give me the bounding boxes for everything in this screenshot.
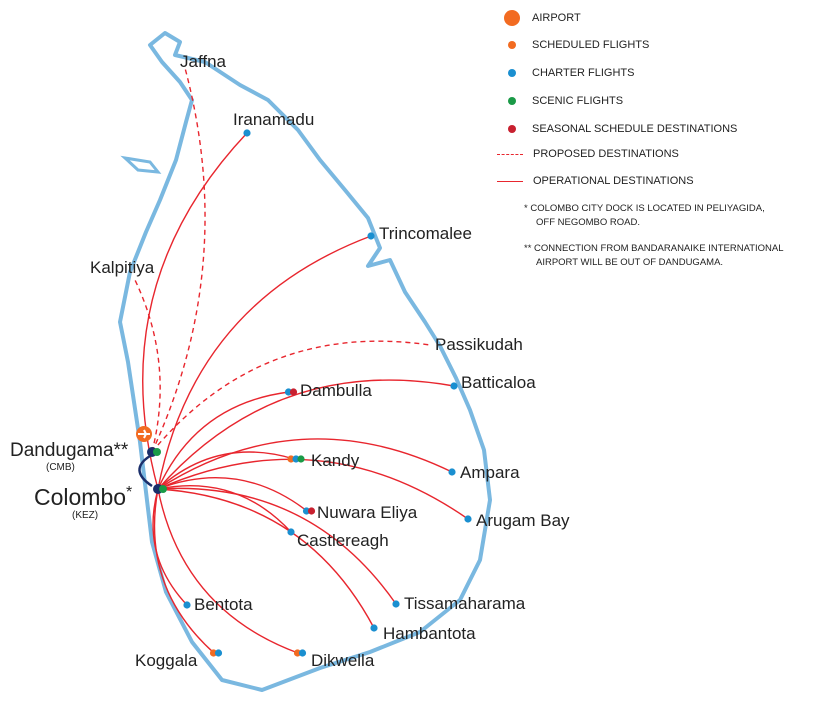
destination-label[interactable]: Dambulla — [300, 381, 372, 400]
scheduled-dot — [293, 649, 302, 657]
note-colombo: * COLOMBO CITY DOCK IS LOCATED IN PELIYA… — [524, 203, 765, 228]
destination-label[interactable]: Arugam Bay — [476, 511, 570, 530]
destination-label[interactable]: Koggala — [135, 651, 198, 670]
route-operational — [157, 458, 469, 520]
legend-proposed: PROPOSED DESTINATIONS — [495, 148, 679, 160]
route-operational — [157, 488, 375, 629]
legend-airport: AIRPORT — [500, 10, 581, 26]
route-operational — [157, 487, 397, 605]
charter-dot — [183, 601, 191, 609]
scenic-dot-icon — [508, 97, 516, 105]
route-operational — [157, 438, 453, 490]
route-proposed — [151, 340, 431, 453]
destination-label[interactable]: Hambantota — [383, 624, 476, 643]
destination-label[interactable]: Batticaloa — [461, 373, 536, 392]
sri-lanka-coastline — [118, 31, 492, 692]
legend-charter: CHARTER FLIGHTS — [500, 67, 634, 79]
transfer-arrow — [138, 454, 153, 488]
hub-colombo-label: Colombo* — [34, 484, 133, 510]
charter-dot — [370, 624, 378, 632]
scheduled-dot — [287, 455, 295, 463]
airport-icon — [504, 10, 520, 26]
route-operational — [157, 379, 455, 490]
charter-dot-icon — [508, 69, 516, 77]
charter-dot — [214, 649, 223, 657]
route-operational — [157, 477, 308, 512]
scheduled-dot — [209, 649, 218, 657]
hub-dandugama-label: Dandugama** — [10, 440, 129, 461]
destination-label[interactable]: Ampara — [460, 463, 520, 482]
route-proposed — [151, 67, 206, 453]
charter-dot — [298, 649, 307, 657]
destination-label[interactable]: Passikudah — [435, 335, 523, 354]
route-operational — [153, 488, 215, 654]
charter-dot — [284, 388, 293, 396]
route-operational — [152, 488, 188, 606]
legend-seasonal: SEASONAL SCHEDULE DESTINATIONS — [500, 123, 737, 135]
charter-dot — [392, 600, 400, 608]
scenic-dot — [297, 455, 305, 463]
route-operational — [157, 451, 295, 490]
airport-icon — [136, 426, 152, 442]
hub-dandugama-code: (CMB) — [46, 462, 75, 473]
seasonal-dot-icon — [508, 125, 516, 133]
destination-label[interactable]: Tissamaharama — [404, 594, 526, 613]
route-operational — [157, 235, 372, 490]
scenic-dot — [153, 448, 161, 456]
destination-label[interactable]: Jaffna — [180, 52, 227, 71]
note-dandugama: ** CONNECTION FROM BANDARANAIKE INTERNAT… — [524, 243, 784, 268]
charter-dot — [464, 515, 472, 523]
charter-dot — [367, 232, 375, 240]
island-outline — [120, 155, 162, 174]
charter-dot — [302, 507, 311, 515]
route-operational — [157, 485, 292, 533]
destination-label[interactable]: Castlereagh — [297, 531, 389, 550]
destination-label[interactable]: Trincomalee — [379, 224, 472, 243]
charter-dot — [448, 468, 456, 476]
charter-dot — [292, 455, 300, 463]
destination-label[interactable]: Iranamadu — [233, 110, 315, 129]
seasonal-dot — [289, 388, 298, 396]
charter-dot — [243, 129, 251, 137]
destination-label[interactable]: Dikwella — [311, 651, 375, 670]
solid-line-icon — [497, 180, 523, 182]
destination-label[interactable]: Kandy — [311, 451, 360, 470]
hub-colombo-code: (KEZ) — [72, 510, 99, 521]
destination-label[interactable]: Kalpitiya — [90, 258, 155, 277]
dashed-line-icon — [497, 153, 523, 155]
charter-dot — [450, 382, 458, 390]
route-operational — [157, 488, 299, 654]
seasonal-dot — [307, 507, 316, 515]
route-operational — [157, 391, 290, 490]
destination-label[interactable]: Nuwara Eliya — [317, 503, 418, 522]
legend-operational: OPERATIONAL DESTINATIONS — [495, 175, 694, 187]
route-proposed — [134, 279, 161, 453]
scenic-dot — [159, 485, 167, 493]
legend-scheduled: SCHEDULED FLIGHTS — [500, 39, 649, 51]
destination-label[interactable]: Bentota — [194, 595, 253, 614]
charter-dot — [287, 528, 295, 536]
legend-scenic: SCENIC FLIGHTS — [500, 95, 623, 107]
scheduled-dot-icon — [508, 41, 516, 49]
